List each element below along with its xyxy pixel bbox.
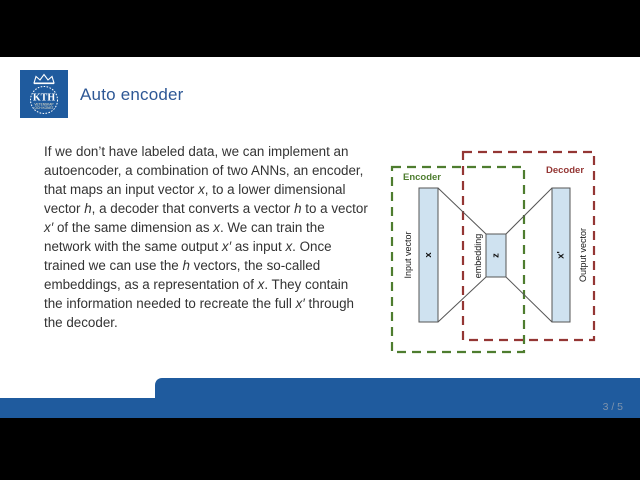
math-symbol: h — [294, 201, 302, 216]
decoder-dashed-box — [461, 150, 596, 342]
embedding-symbol: z — [491, 253, 502, 258]
decoder-label: Decoder — [546, 165, 584, 176]
logo-motto-line2: OCH KONST — [35, 106, 54, 110]
output-symbol: x' — [556, 251, 567, 259]
text-segment: of the same dimension as — [53, 220, 214, 235]
math-symbol: x — [257, 277, 265, 292]
seal-ring — [30, 86, 58, 114]
math-symbol: h — [182, 258, 190, 273]
math-symbol: x — [198, 182, 205, 197]
autoencoder-diagram: Encoder Decoder Input vector embedding O… — [380, 145, 610, 360]
math-symbol: x — [285, 239, 293, 254]
encoder-bottom-line — [437, 276, 487, 323]
slide-title: Auto encoder — [80, 85, 184, 104]
math-symbol: x′ — [221, 239, 232, 254]
logo-text: KTH — [33, 93, 55, 104]
text-segment: vectors, the so-called embeddings, as a … — [44, 258, 321, 292]
kth-logo: KTH VETENSKAP OCH KONST — [20, 70, 68, 118]
math-symbol: x′ — [295, 296, 305, 311]
slide: KTH VETENSKAP OCH KONST Auto encoder If … — [0, 57, 640, 418]
kth-logo-graphic: KTH VETENSKAP OCH KONST — [20, 70, 68, 118]
embedding-rect — [485, 233, 507, 278]
autoencoder-diagram-svg: Encoder Decoder Input vector embedding O… — [390, 150, 596, 354]
input-vector-label: Input vector — [403, 231, 413, 278]
text-segment: . Once trained we can use the — [44, 239, 332, 273]
decoder-top-line — [505, 187, 553, 235]
crown-icon — [33, 73, 55, 84]
text-segment: , a decoder that converts a vector — [91, 201, 295, 216]
encoder-dashed-box — [390, 165, 526, 354]
logo-background — [20, 70, 68, 118]
input-symbol: x — [423, 252, 434, 258]
encoder-label: Encoder — [403, 172, 441, 183]
footer-bar — [155, 378, 640, 418]
page-indicator: 3 / 5 — [602, 401, 623, 413]
math-symbol: x′ — [44, 220, 54, 235]
embedding-label: embedding — [473, 234, 483, 279]
input-vector-rect — [418, 187, 439, 323]
logo-motto-line1: VETENSKAP — [34, 103, 53, 107]
text-segment: to a vector — [301, 201, 368, 216]
text-segment: , to a lower dimensional vector — [44, 182, 346, 216]
decoder-bottom-line — [505, 276, 553, 323]
math-symbol: x — [213, 220, 220, 235]
math-symbol: h — [84, 201, 92, 216]
output-vector-rect — [551, 187, 571, 323]
text-segment: . They contain the information needed to… — [44, 277, 349, 311]
body-paragraph: If we don’t have labeled data, we can im… — [44, 142, 368, 332]
text-segment: . We can train the network with the same… — [44, 220, 325, 254]
text-segment: If we don’t have labeled data, we can im… — [44, 144, 364, 197]
output-vector-label: Output vector — [578, 228, 588, 282]
text-segment: through the decoder. — [44, 296, 354, 330]
text-segment: as input — [231, 239, 286, 254]
encoder-top-line — [437, 187, 487, 235]
